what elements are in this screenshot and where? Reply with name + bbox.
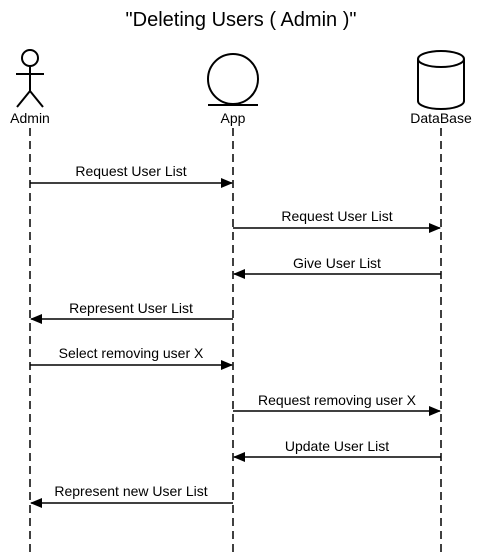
message-label: Represent User List — [69, 300, 193, 316]
message-label: Request User List — [75, 163, 186, 179]
message-1: Request User List — [30, 163, 233, 188]
message-4: Represent User List — [30, 300, 233, 324]
message-2: Request User List — [233, 208, 441, 233]
participant-label-app: App — [221, 110, 246, 126]
message-label: Request removing user X — [258, 392, 417, 408]
message-3: Give User List — [233, 255, 441, 279]
app-entity-icon — [207, 53, 259, 106]
diagram-title: "Deleting Users ( Admin )" — [126, 9, 357, 31]
database-icon — [417, 50, 465, 110]
message-label: Give User List — [293, 255, 381, 271]
participant-label-admin: Admin — [10, 110, 50, 126]
message-6: Request removing user X — [233, 392, 441, 416]
message-label: Update User List — [285, 438, 389, 454]
message-label: Select removing user X — [59, 345, 204, 361]
message-5: Select removing user X — [30, 345, 233, 370]
participant-label-database: DataBase — [410, 110, 472, 126]
message-8: Represent new User List — [30, 483, 233, 508]
message-7: Update User List — [233, 438, 441, 462]
message-label: Represent new User List — [54, 483, 207, 499]
admin-actor-icon — [16, 49, 44, 108]
message-label: Request User List — [281, 208, 392, 224]
